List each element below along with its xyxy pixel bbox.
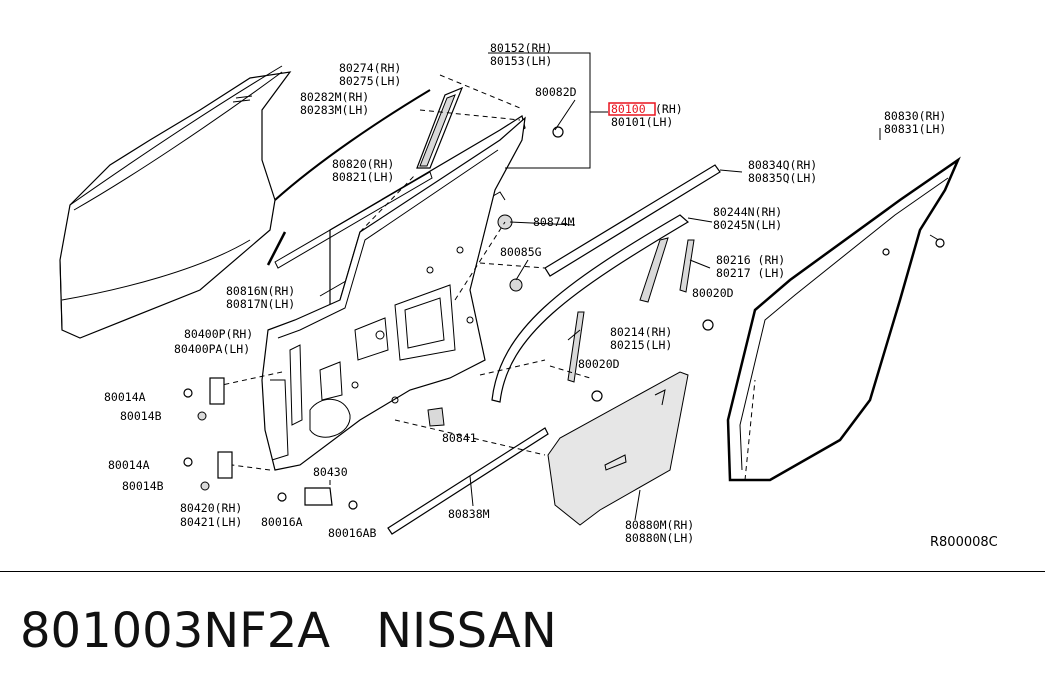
label-80085g: 80085G — [500, 245, 542, 259]
label-80217: 80217 (LH) — [716, 266, 785, 280]
label-80016a: 80016A — [261, 515, 303, 529]
body-opening-weatherstrip — [726, 156, 961, 482]
label-80831: 80831(LH) — [884, 122, 946, 136]
label-80820: 80820(RH) — [332, 157, 394, 171]
label-80214: 80214(RH) — [610, 325, 672, 339]
label-80014b-upper: 80014B — [120, 409, 162, 423]
part-number: 801003NF2A — [20, 603, 331, 659]
label-80016ab: 80016AB — [328, 526, 377, 540]
label-80816n: 80816N(RH) — [226, 284, 295, 298]
label-80282m: 80282M(RH) — [300, 90, 369, 104]
label-80244n: 80244N(RH) — [713, 205, 782, 219]
brand-name: NISSAN — [376, 603, 557, 659]
label-80841: 80841 — [442, 431, 477, 445]
label-80020d-upper: 80020D — [692, 286, 734, 300]
label-80100-side: (RH) — [655, 102, 683, 116]
label-80014b-lower: 80014B — [122, 479, 164, 493]
footer-divider — [0, 571, 1045, 572]
door-inner-panel — [261, 116, 526, 471]
fasteners — [183, 126, 714, 510]
label-80100-highlighted: 80100 — [611, 102, 646, 116]
label-80880n: 80880N(LH) — [625, 531, 694, 545]
label-80874m: 80874M — [533, 215, 575, 229]
label-80153: 80153(LH) — [490, 54, 552, 68]
diagram-reference: R800008C — [930, 535, 998, 550]
label-80838m: 80838M — [448, 507, 490, 521]
label-80014a-upper: 80014A — [104, 390, 146, 404]
belt-molding-outer — [266, 231, 287, 266]
label-80014a-lower: 80014A — [108, 458, 150, 472]
door-trim-pad — [547, 371, 689, 526]
footer: 801003NF2A NISSAN — [20, 596, 557, 666]
label-80274: 80274(RH) — [339, 61, 401, 75]
label-80215: 80215(LH) — [610, 338, 672, 352]
label-80420: 80420(RH) — [180, 501, 242, 515]
label-80245n: 80245N(LH) — [713, 218, 782, 232]
label-80421: 80421(LH) — [180, 515, 242, 529]
label-80821: 80821(LH) — [332, 170, 394, 184]
label-80834q: 80834Q(RH) — [748, 158, 817, 172]
label-80216: 80216 (RH) — [716, 253, 785, 267]
label-80082d: 80082D — [535, 85, 577, 99]
dashed-leaders — [221, 74, 591, 471]
label-80275: 80275(LH) — [339, 74, 401, 88]
door-outer-panel — [59, 65, 292, 339]
label-80817n: 80817N(LH) — [226, 297, 295, 311]
door-parts-diagram: 80152(RH) 80153(LH) 80274(RH) 80275(LH) … — [59, 41, 998, 550]
label-80830: 80830(RH) — [884, 109, 946, 123]
belt-molding-upper — [274, 89, 431, 201]
label-80835q: 80835Q(LH) — [748, 171, 817, 185]
label-80152: 80152(RH) — [490, 41, 552, 55]
label-80400p: 80400P(RH) — [184, 327, 253, 341]
label-80880m: 80880M(RH) — [625, 518, 694, 532]
door-weatherstrip-parts — [387, 164, 721, 535]
label-80400pa: 80400PA(LH) — [174, 342, 250, 356]
part-labels: 80152(RH) 80153(LH) 80274(RH) 80275(LH) … — [104, 41, 998, 550]
label-80020d-lower: 80020D — [578, 357, 620, 371]
leader-lines — [329, 52, 881, 521]
label-80101: 80101(LH) — [611, 115, 673, 129]
label-80283m: 80283M(LH) — [300, 103, 369, 117]
highlight-box — [608, 102, 656, 116]
label-80430: 80430 — [313, 465, 348, 479]
